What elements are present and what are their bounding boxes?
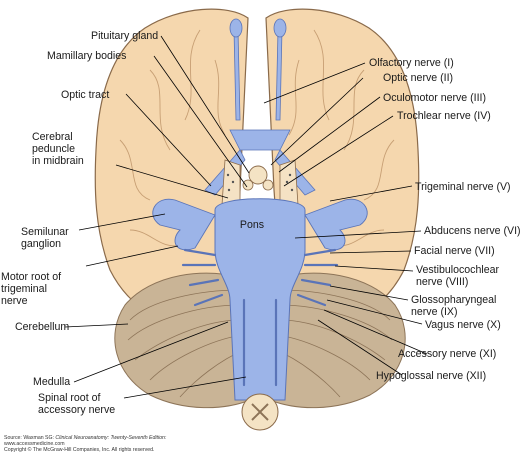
label-abducens-nerve: Abducens nerve (VI): [424, 225, 520, 237]
label-mamillary-bodies: Mamillary bodies: [47, 50, 127, 62]
trigeminal-right: [304, 198, 368, 251]
label-vagus-nerve: Vagus nerve (X): [425, 319, 501, 331]
label-olfactory-nerve: Olfactory nerve (I): [369, 57, 454, 69]
optic-chiasm: [229, 129, 291, 151]
label-optic-tract: Optic tract: [61, 89, 110, 101]
label-spinal-root: Spinal root of accessory nerve: [38, 392, 116, 416]
label-accessory-nerve: Accessory nerve (XI): [398, 348, 497, 360]
label-motor-root: Motor root of trigeminal nerve: [1, 271, 62, 307]
trigeminal-left: [152, 198, 216, 251]
leader-lines: [64, 35, 428, 399]
gyri-lines: [119, 29, 395, 247]
label-medulla: Medulla: [33, 376, 71, 388]
label-optic-nerve: Optic nerve (II): [383, 72, 454, 84]
label-facial-nerve: Facial nerve (VII): [414, 245, 495, 257]
pituitary: [248, 165, 268, 185]
source-line-3: Copyright © The McGraw-Hill Companies, I…: [4, 447, 155, 453]
label-glossopharyngeal-nerve: Glossopharyngeal nerve (IX): [411, 294, 497, 318]
brainstem: [214, 198, 306, 401]
label-cerebral-peduncle: Cerebral peduncle in midbrain: [32, 131, 84, 167]
label-semilunar-ganglion: Semilunar ganglion: [21, 226, 69, 250]
label-hypoglossal-nerve: Hypoglossal nerve (XII): [376, 370, 487, 382]
label-trochlear-nerve: Trochlear nerve (IV): [397, 110, 491, 122]
label-cerebellum: Cerebellum: [15, 321, 70, 333]
optic-tracts: [204, 149, 316, 196]
label-trigeminal-nerve: Trigeminal nerve (V): [415, 181, 511, 193]
source-line-1: Source: Waxman SG: Clinical Neuroanatomy…: [4, 435, 167, 441]
source-line-2: www.accessmedicine.com: [4, 441, 65, 447]
nerve-rootlets: [181, 248, 339, 387]
label-pituitary-gland: Pituitary gland: [91, 30, 159, 42]
pons-label: Pons: [240, 219, 264, 231]
label-vestibulocochlear-nerve: Vestibulocochlear nerve (VIII): [416, 264, 500, 288]
label-oculomotor-nerve: Oculomotor nerve (III): [383, 92, 487, 104]
